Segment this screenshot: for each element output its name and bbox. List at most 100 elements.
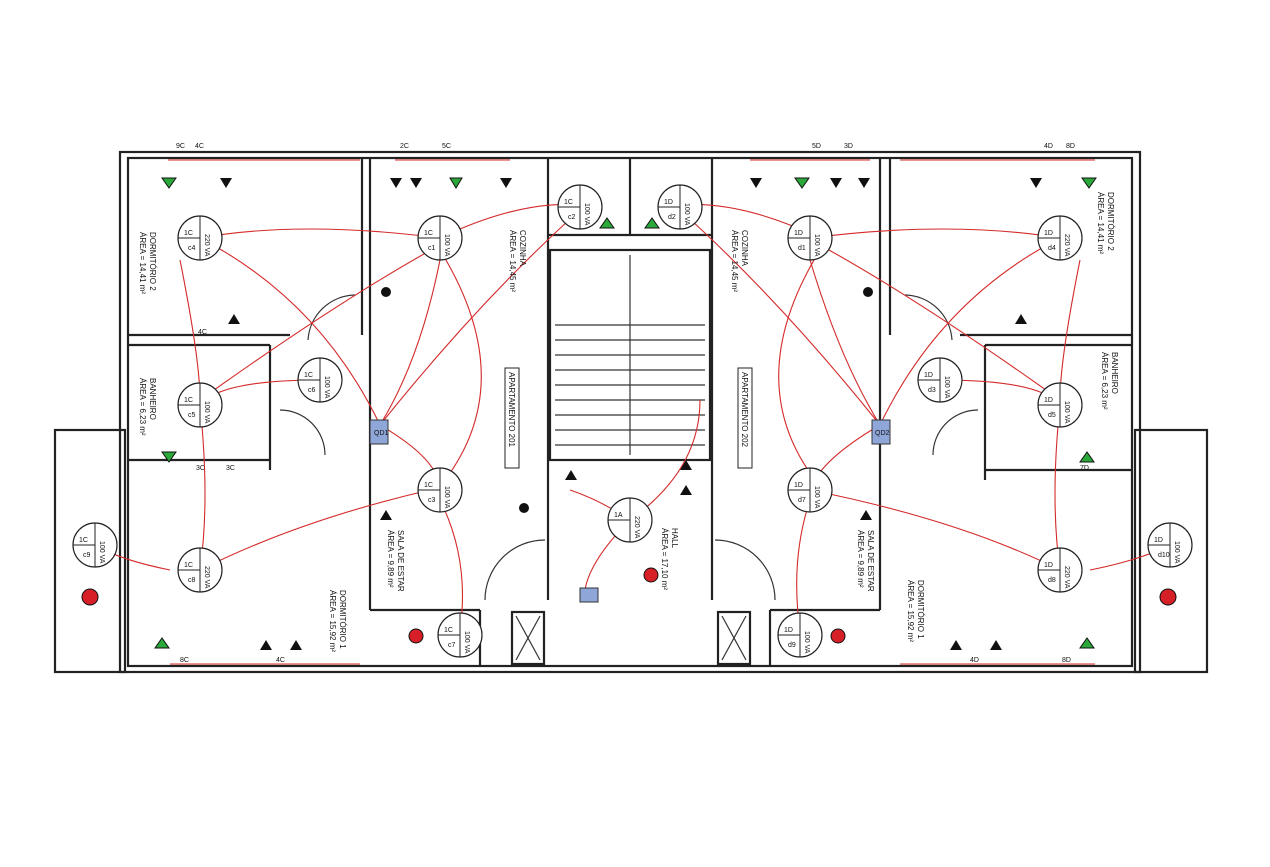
panel-hall-icon bbox=[579, 587, 599, 603]
svg-text:d8: d8 bbox=[1048, 577, 1056, 584]
room-banheiro-202: BANHEIRO ÁREA = 6,23 m² bbox=[1100, 352, 1119, 410]
outlet-icon bbox=[680, 460, 692, 470]
svg-text:2C: 2C bbox=[400, 143, 409, 150]
svg-text:3D: 3D bbox=[844, 143, 853, 150]
room-hall: HALL ÁREA = 17,10 m² bbox=[660, 528, 679, 590]
svg-text:8C: 8C bbox=[180, 657, 189, 664]
svg-text:DORMITÓRIO 2: DORMITÓRIO 2 bbox=[1106, 192, 1115, 251]
svg-text:100 VA: 100 VA bbox=[813, 486, 820, 509]
outlet-icon bbox=[750, 178, 762, 188]
room-dorm2-201: DORMITÓRIO 2 ÁREA = 14,41 m² bbox=[138, 232, 157, 294]
svg-text:APARTAMENTO 202: APARTAMENTO 202 bbox=[740, 372, 749, 448]
outlet-green-icon bbox=[449, 177, 463, 189]
svg-text:100 VA: 100 VA bbox=[443, 234, 450, 257]
svg-text:d1: d1 bbox=[798, 245, 806, 252]
svg-text:4C: 4C bbox=[198, 329, 207, 336]
panel-qd1-label: QD1 bbox=[374, 430, 389, 437]
svg-text:c7: c7 bbox=[448, 642, 456, 649]
stair-treads bbox=[515, 255, 747, 661]
svg-text:d9: d9 bbox=[788, 642, 796, 649]
svg-text:220 VA: 220 VA bbox=[633, 516, 640, 539]
svg-text:5D: 5D bbox=[812, 143, 821, 150]
svg-text:ÁREA = 14,41 m²: ÁREA = 14,41 m² bbox=[1096, 192, 1105, 254]
svg-text:BANHEIRO: BANHEIRO bbox=[148, 378, 157, 420]
svg-text:1D: 1D bbox=[664, 199, 673, 206]
fixture-d9: 1D d9 100 VA bbox=[777, 612, 823, 658]
svg-text:1D: 1D bbox=[794, 230, 803, 237]
svg-text:3C: 3C bbox=[226, 465, 235, 472]
panel-qd2-label: QD2 bbox=[875, 430, 890, 437]
svg-text:d3: d3 bbox=[928, 387, 936, 394]
outlet-icon bbox=[858, 178, 870, 188]
svg-text:100 VA: 100 VA bbox=[203, 401, 210, 424]
fixture-d7: 1D d7 100 VA bbox=[787, 467, 833, 513]
outlet-green-icon bbox=[1079, 637, 1095, 649]
svg-text:1D: 1D bbox=[784, 627, 793, 634]
svg-text:1D: 1D bbox=[794, 482, 803, 489]
svg-text:7D: 7D bbox=[1080, 465, 1089, 472]
svg-text:100 VA: 100 VA bbox=[803, 631, 810, 654]
outlet-icon bbox=[220, 178, 232, 188]
balcony-right bbox=[1133, 428, 1209, 674]
svg-text:100 VA: 100 VA bbox=[463, 631, 470, 654]
svg-text:c6: c6 bbox=[308, 387, 316, 394]
svg-text:1C: 1C bbox=[424, 230, 433, 237]
svg-text:c4: c4 bbox=[188, 245, 196, 252]
svg-text:SALA DE ESTAR: SALA DE ESTAR bbox=[866, 530, 875, 592]
outlet-icon bbox=[290, 640, 302, 650]
room-labels: DORMITÓRIO 2 ÁREA = 14,41 m² BANHEIRO ÁR… bbox=[138, 192, 1119, 652]
svg-text:HALL: HALL bbox=[670, 528, 679, 549]
outlet-green-icon bbox=[1079, 451, 1095, 463]
svg-text:SALA DE ESTAR: SALA DE ESTAR bbox=[396, 530, 405, 592]
outlet-icon bbox=[228, 314, 240, 324]
svg-text:c3: c3 bbox=[428, 497, 436, 504]
fixture-d3: 1D d3 100 VA bbox=[917, 357, 963, 403]
svg-text:c1: c1 bbox=[428, 245, 436, 252]
svg-text:1C: 1C bbox=[564, 199, 573, 206]
outer-wall bbox=[118, 150, 1142, 674]
room-dorm2-202: DORMITÓRIO 2 ÁREA = 14,41 m² bbox=[1096, 192, 1115, 254]
outlet-icon bbox=[565, 470, 577, 480]
alarm-icon bbox=[1159, 588, 1177, 606]
alarm-icon bbox=[830, 628, 846, 644]
switch-icon bbox=[381, 287, 391, 297]
svg-text:c9: c9 bbox=[83, 552, 91, 559]
svg-text:1D: 1D bbox=[924, 372, 933, 379]
svg-text:1C: 1C bbox=[444, 627, 453, 634]
outlet-icon bbox=[380, 510, 392, 520]
shaft-right bbox=[716, 610, 752, 666]
room-cozinha-201: COZINHA ÁREA = 14,45 m² bbox=[508, 230, 527, 292]
svg-text:ÁREA = 15,92 m²: ÁREA = 15,92 m² bbox=[328, 590, 337, 652]
svg-text:100 VA: 100 VA bbox=[813, 234, 820, 257]
fixture-c6: 1C c6 100 VA bbox=[297, 357, 343, 403]
switch-icon bbox=[519, 503, 529, 513]
svg-text:1C: 1C bbox=[184, 562, 193, 569]
balcony-left bbox=[53, 428, 127, 674]
outlet-icon bbox=[390, 178, 402, 188]
outlet-green-icon bbox=[154, 637, 170, 649]
svg-text:d7: d7 bbox=[798, 497, 806, 504]
svg-text:c2: c2 bbox=[568, 214, 576, 221]
svg-text:d10: d10 bbox=[1158, 552, 1170, 559]
svg-text:100 VA: 100 VA bbox=[1173, 541, 1180, 564]
svg-text:220 VA: 220 VA bbox=[1063, 234, 1070, 257]
room-sala-201: SALA DE ESTAR ÁREA = 9,89 m² bbox=[386, 530, 405, 592]
svg-text:BANHEIRO: BANHEIRO bbox=[1110, 352, 1119, 394]
room-apto-201: APARTAMENTO 201 bbox=[504, 367, 520, 469]
svg-text:APARTAMENTO 201: APARTAMENTO 201 bbox=[507, 372, 516, 448]
svg-text:1C: 1C bbox=[184, 397, 193, 404]
room-banheiro-201: BANHEIRO ÁREA = 6,23 m² bbox=[138, 378, 157, 436]
svg-text:4D: 4D bbox=[1044, 143, 1053, 150]
svg-text:1C: 1C bbox=[79, 537, 88, 544]
svg-text:220 VA: 220 VA bbox=[1063, 566, 1070, 589]
svg-text:c8: c8 bbox=[188, 577, 196, 584]
alarm-icon bbox=[408, 628, 424, 644]
fixture-c1: 1C c1 100 VA bbox=[417, 215, 463, 261]
outlet-icon bbox=[830, 178, 842, 188]
svg-text:1C: 1C bbox=[184, 230, 193, 237]
fixture-c7: 1C c7 100 VA bbox=[437, 612, 483, 658]
svg-text:ÁREA = 6,23 m²: ÁREA = 6,23 m² bbox=[138, 378, 147, 436]
circuit-tags: 9C 4C 2C 5C 5D 3D 4D 8D 4C 4C 8C 3C 3C 4… bbox=[176, 143, 1089, 664]
